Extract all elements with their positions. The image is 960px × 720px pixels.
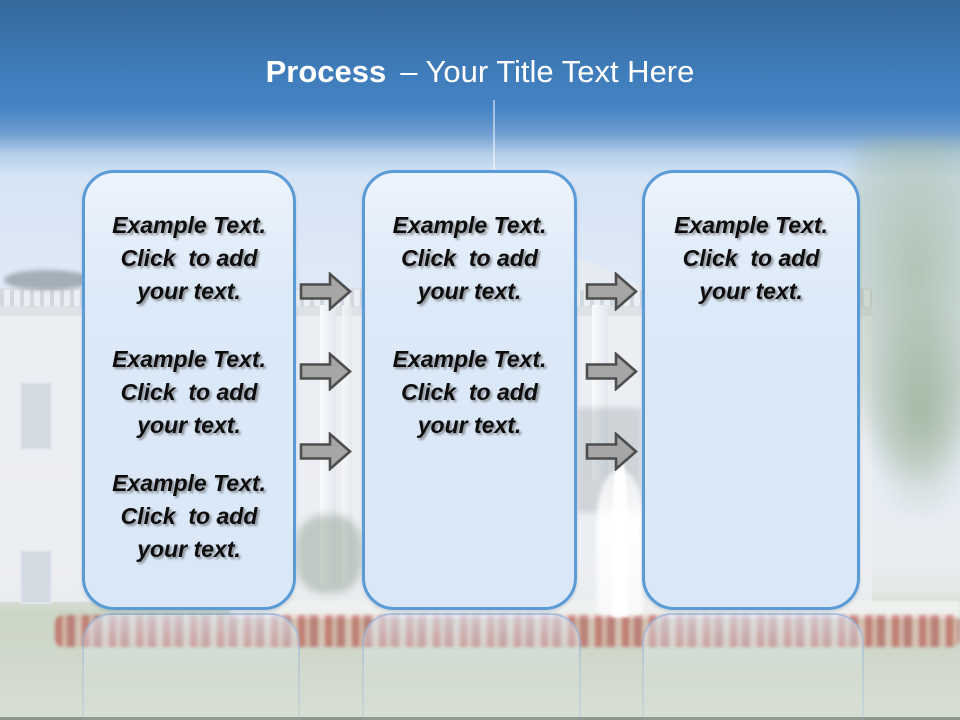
placeholder-line: Example Text. xyxy=(392,212,547,238)
process-step-panel-1[interactable]: Example Text. Click to add your text. Ex… xyxy=(82,170,296,610)
placeholder-line: Example Text. xyxy=(112,470,266,496)
flagpole xyxy=(493,100,495,226)
slide-title[interactable]: Process – Your Title Text Here xyxy=(0,52,960,92)
placeholder-line: your text. xyxy=(417,412,522,438)
process-step-panel-2[interactable]: Example Text. Click to add your text. Ex… xyxy=(362,170,577,610)
placeholder-line: Example Text. xyxy=(392,346,547,372)
placeholder-line: Click to add xyxy=(120,379,258,405)
placeholder-line: Click to add xyxy=(401,245,538,271)
placeholder-line: Example Text. xyxy=(674,212,828,238)
placeholder-line: Example Text. xyxy=(112,346,266,372)
tree xyxy=(866,300,960,520)
panel-reflection xyxy=(642,613,864,720)
text-placeholder[interactable]: Example Text. Click to add your text. xyxy=(365,209,574,308)
text-placeholder[interactable]: Example Text. Click to add your text. xyxy=(85,209,293,308)
text-placeholder[interactable]: Example Text. Click to add your text. xyxy=(85,343,293,442)
arrow-right-icon[interactable] xyxy=(585,272,639,311)
process-step-panel-3[interactable]: Example Text. Click to add your text. xyxy=(642,170,860,610)
panel-reflection xyxy=(82,613,300,720)
portico-column xyxy=(342,305,352,585)
placeholder-line: your text. xyxy=(137,412,241,438)
building-window xyxy=(20,550,52,604)
placeholder-line: Example Text. xyxy=(112,212,266,238)
portico-column xyxy=(592,305,608,480)
panel-reflection xyxy=(362,613,581,720)
placeholder-line: Click to add xyxy=(682,245,820,271)
arrow-right-icon[interactable] xyxy=(585,352,639,391)
title-keyword: Process xyxy=(265,54,387,89)
placeholder-line: your text. xyxy=(137,536,241,562)
roof-shrubs xyxy=(4,270,90,290)
arrow-right-icon[interactable] xyxy=(299,272,353,311)
placeholder-line: your text. xyxy=(699,278,803,304)
shrubs xyxy=(296,515,362,593)
placeholder-line: your text. xyxy=(137,278,241,304)
placeholder-line: Click to add xyxy=(120,245,258,271)
building-window xyxy=(20,382,52,450)
text-placeholder[interactable]: Example Text. Click to add your text. xyxy=(645,209,857,308)
text-placeholder[interactable]: Example Text. Click to add your text. xyxy=(85,467,293,566)
fountain-spray-core xyxy=(612,452,628,617)
placeholder-line: Click to add xyxy=(401,379,538,405)
title-text: – Your Title Text Here xyxy=(400,54,695,89)
arrow-right-icon[interactable] xyxy=(299,432,353,471)
arrow-right-icon[interactable] xyxy=(299,352,353,391)
placeholder-line: your text. xyxy=(417,278,522,304)
arrow-right-icon[interactable] xyxy=(585,432,639,471)
text-placeholder[interactable]: Example Text. Click to add your text. xyxy=(365,343,574,442)
placeholder-line: Click to add xyxy=(120,503,258,529)
